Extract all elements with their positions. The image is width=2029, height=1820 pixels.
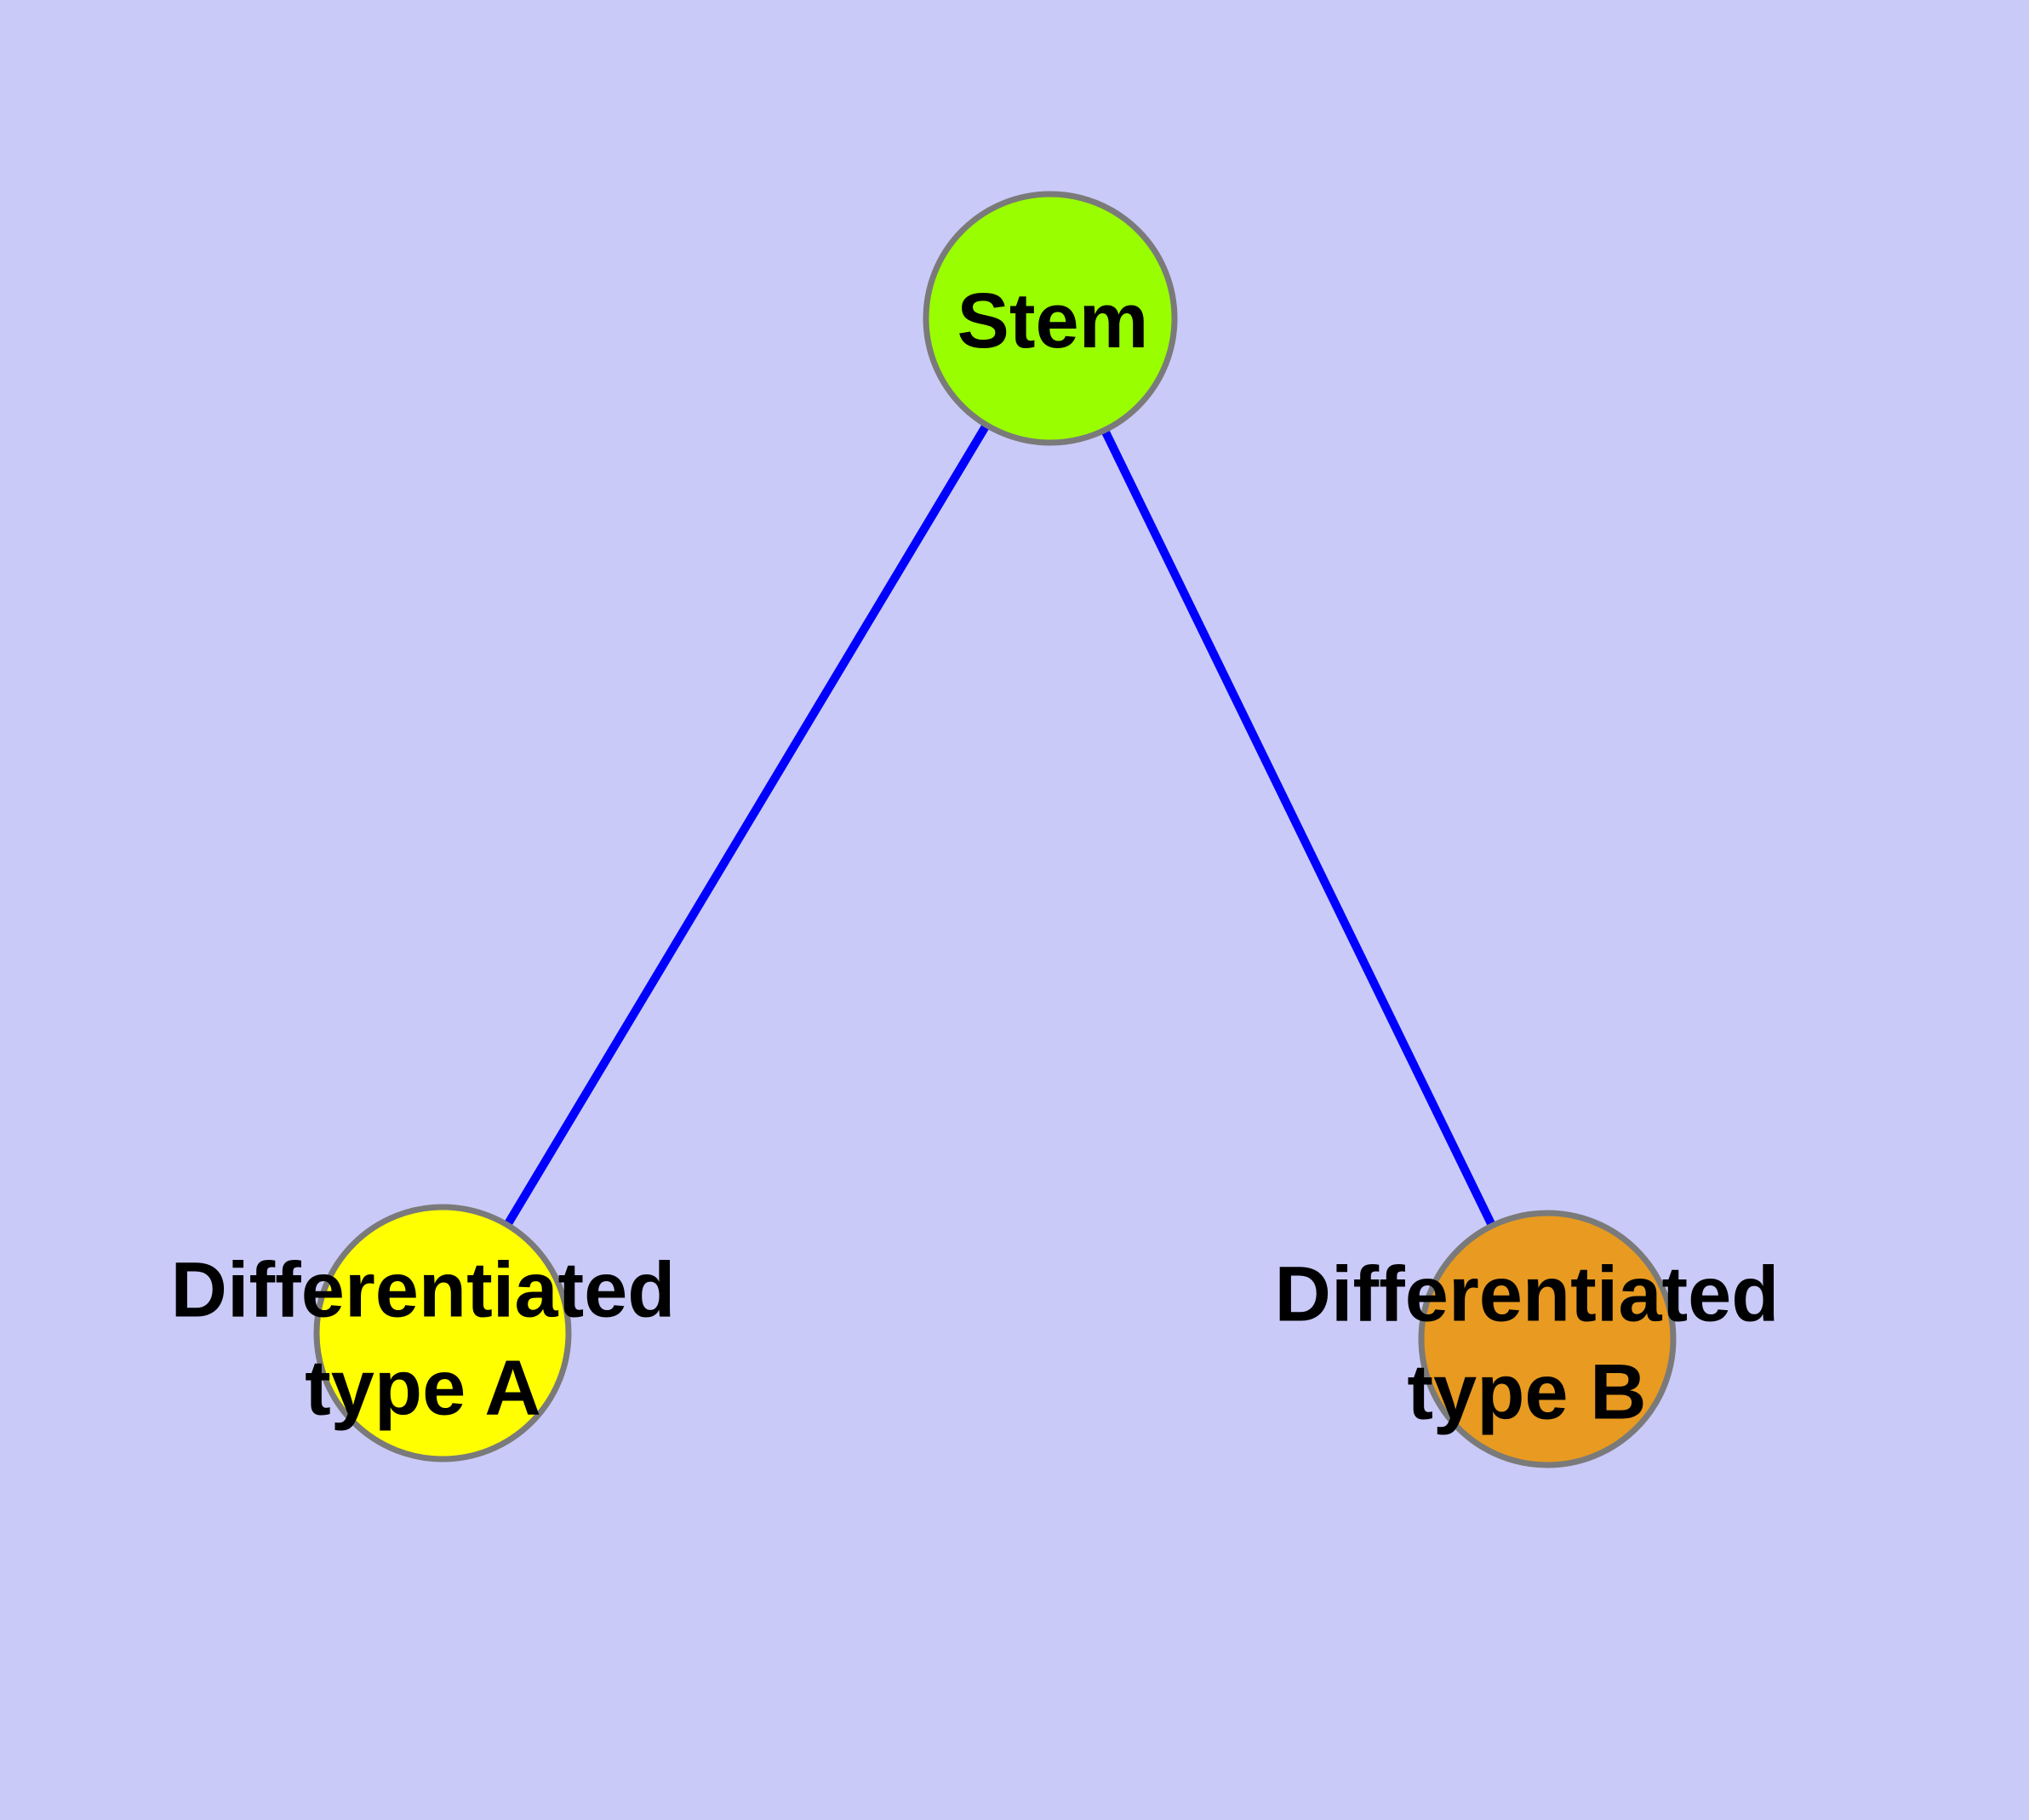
edge-stem-diff-b: [1046, 316, 1552, 1342]
node-stem-label: Stem: [957, 278, 1149, 364]
node-diff-b-label-line-2: type B: [1407, 1349, 1646, 1436]
node-stem-label-line-1: Stem: [957, 278, 1149, 364]
node-diff-a-label: Differentiated type A: [171, 1247, 676, 1432]
node-diff-a-circle: [313, 1204, 572, 1462]
node-diff-a-label-line-1: Differentiated: [171, 1247, 676, 1334]
node-diff-b-label-line-1: Differentiated: [1275, 1251, 1780, 1338]
node-diff-b-label: Differentiated type B: [1275, 1251, 1780, 1436]
node-stem-circle: [923, 191, 1178, 446]
node-diff-b-circle: [1418, 1210, 1677, 1468]
edge-stem-diff-a: [438, 316, 1055, 1336]
node-diff-a-label-line-2: type A: [305, 1345, 541, 1432]
